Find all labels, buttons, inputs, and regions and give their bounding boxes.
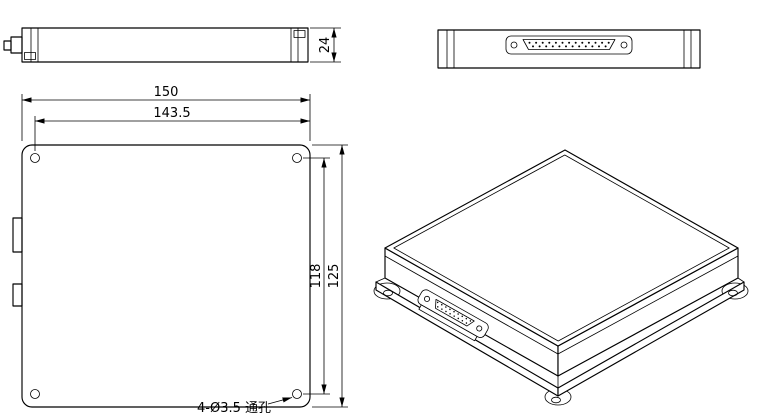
dim-overall-width: 150 xyxy=(21,85,311,141)
dim-thickness: 24 xyxy=(310,27,341,63)
side-view: 24 xyxy=(3,27,341,63)
mounting-hole xyxy=(292,153,302,163)
side-enclosure-outline xyxy=(21,27,309,63)
side-screw-detail xyxy=(293,30,306,38)
dim-overall-width-label: 150 xyxy=(154,85,179,100)
base-flange-right xyxy=(557,281,745,397)
side-connector-body xyxy=(10,36,23,54)
dim-hole-span-width: 143.5 xyxy=(34,106,310,151)
front-enclosure-outline xyxy=(437,29,701,69)
dim-overall-height-label: 125 xyxy=(327,264,342,289)
side-connector xyxy=(3,36,23,54)
base-edge xyxy=(375,277,386,283)
dim-overall-height: 125 xyxy=(312,144,348,408)
dsub-pins-row-1 xyxy=(528,41,610,44)
left-connector-tab xyxy=(12,217,23,253)
hole-callout: 4-Ø3.5 通孔 xyxy=(197,397,293,415)
dsub-shell xyxy=(522,39,616,50)
lid-seam xyxy=(557,255,739,355)
mounting-hole xyxy=(292,389,302,399)
left-connector-tab xyxy=(12,283,23,307)
dsub-shell xyxy=(435,298,475,327)
dsub-screw-hole xyxy=(510,41,518,49)
iso-top-face xyxy=(384,149,739,347)
top-view: 150 143.5 118 125 4-Ø3.5 通孔 xyxy=(12,85,348,415)
dsub-connector-iso xyxy=(417,289,489,342)
top-enclosure-outline xyxy=(21,144,311,408)
dsub-pins-row-1 xyxy=(436,301,472,322)
dsub-screw-hole xyxy=(476,325,483,332)
dsub-pins-row-2 xyxy=(532,45,607,48)
mounting-hole xyxy=(30,389,40,399)
front-view xyxy=(437,29,701,69)
dim-hole-span-height-label: 118 xyxy=(309,264,324,289)
dsub-connector-front xyxy=(505,35,633,55)
base-ear-hole xyxy=(551,396,561,404)
dim-hole-span-height: 118 xyxy=(303,157,330,395)
dsub-pins-row-2 xyxy=(437,306,468,324)
dim-thickness-label: 24 xyxy=(318,37,333,54)
isometric-view xyxy=(373,149,749,406)
iso-top-face-inset xyxy=(393,154,730,342)
dim-hole-span-width-label: 143.5 xyxy=(153,106,190,121)
hole-callout-label: 4-Ø3.5 通孔 xyxy=(197,401,271,415)
dsub-screw-hole xyxy=(424,295,431,302)
side-screw-detail xyxy=(24,52,36,60)
side-connector-tip xyxy=(3,40,12,51)
callout-leader xyxy=(267,397,293,405)
base-ear-hole xyxy=(728,289,738,297)
dsub-flange xyxy=(505,35,633,55)
dsub-screw-hole xyxy=(620,41,628,49)
mounting-hole xyxy=(30,153,40,163)
base-ear-hole xyxy=(383,289,393,297)
base-edge xyxy=(737,277,745,283)
lid-seam xyxy=(384,255,559,355)
